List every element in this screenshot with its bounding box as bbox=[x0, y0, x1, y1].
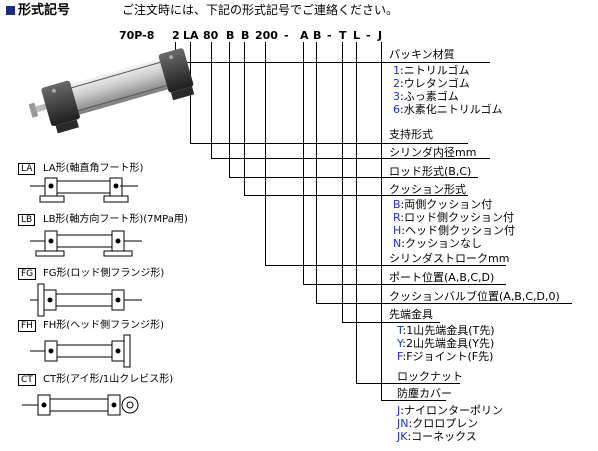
section-bullet-icon bbox=[6, 6, 15, 15]
option-code: JN bbox=[397, 417, 409, 430]
packing-options: 1:ニトリルゴム 2:ウレタンゴム 3:ふっ素ゴム 6:水素化ニトリルゴム bbox=[393, 64, 503, 116]
code-stroke: 200 bbox=[255, 29, 278, 42]
order-note: ご注文時には、下記の形式記号でご連絡ください。 bbox=[122, 3, 399, 17]
type-tag-ct: CT bbox=[18, 374, 36, 386]
option-code: J bbox=[397, 404, 401, 417]
support-title: 支持形式 bbox=[389, 128, 433, 141]
option-text: :1山先端金具(T先) bbox=[402, 324, 495, 337]
code-packing: 2 bbox=[172, 29, 180, 42]
option-text: :ロッド側クッション付 bbox=[400, 211, 515, 224]
option-text: :ふっ素ゴム bbox=[400, 90, 459, 103]
option-code: N bbox=[393, 237, 402, 250]
stroke-title: シリンダストロークmm bbox=[389, 252, 510, 265]
cushion-title: クッション形式 bbox=[389, 183, 466, 196]
code-cover: J bbox=[378, 29, 383, 42]
option-code: T bbox=[397, 324, 403, 337]
port-title: ポート位置(A,B,C,D) bbox=[389, 271, 495, 284]
option-text: :ウレタンゴム bbox=[400, 77, 470, 90]
type-tag-fg: FG bbox=[18, 268, 37, 280]
type-label-fh: FH形(ヘッド側フランジ形) bbox=[43, 320, 165, 331]
option-code: 1 bbox=[393, 64, 400, 77]
bore-title: シリンダ内径mm bbox=[389, 146, 477, 159]
option-text: :ニトリルゴム bbox=[400, 64, 470, 77]
cover-title: 防塵カバー bbox=[397, 387, 452, 400]
type-tag-la: LA bbox=[18, 163, 36, 175]
type-label-la: LA形(軸直角フート形) bbox=[43, 163, 144, 174]
code-dash-1: - bbox=[284, 29, 289, 42]
option-code: JK bbox=[397, 430, 408, 443]
option-code: B bbox=[393, 198, 401, 211]
option-code: 3 bbox=[393, 90, 400, 103]
cushion-options: B:両側クッション付 R:ロッド側クッション付 H:ヘッド側クッション付 N:ク… bbox=[393, 198, 515, 250]
type-label-fg: FG形(ロッド側フランジ形) bbox=[43, 268, 165, 279]
option-text: :コーネックス bbox=[407, 430, 477, 443]
locknut-title: ロックナット bbox=[397, 370, 463, 383]
cover-options: J:ナイロンターポリン JN:クロロプレン JK:コーネックス bbox=[397, 404, 503, 443]
option-text: :クッションなし bbox=[401, 237, 482, 250]
page-title: 形式記号 bbox=[18, 3, 71, 18]
option-code: 6 bbox=[393, 103, 400, 116]
ct-mount-drawing bbox=[22, 394, 139, 416]
option-text: :水素化ニトリルゴム bbox=[400, 103, 503, 116]
code-dash-3: - bbox=[366, 29, 371, 42]
code-dash-2: - bbox=[327, 29, 332, 42]
code-cushion-valve: B bbox=[313, 29, 322, 42]
fg-mount-drawing bbox=[30, 283, 142, 317]
code-rod-end: T bbox=[339, 29, 347, 42]
packing-title: パッキン材質 bbox=[389, 48, 455, 61]
option-code: F bbox=[397, 350, 403, 363]
option-code: R bbox=[393, 211, 401, 224]
option-text: :クロロプレン bbox=[408, 417, 479, 430]
code-bore: 80 bbox=[203, 29, 219, 42]
lb-mount-drawing bbox=[30, 230, 142, 257]
option-text: :ヘッド側クッション付 bbox=[401, 224, 515, 237]
option-code: H bbox=[393, 224, 402, 237]
code-series: 70P-8 bbox=[119, 29, 155, 42]
code-cushion: B bbox=[241, 29, 250, 42]
code-port: A bbox=[300, 29, 309, 42]
option-code: 2 bbox=[393, 77, 400, 90]
rod-end-options: T:1山先端金具(T先) Y:2山先端金具(Y先) F:Fジョイント(F先) bbox=[397, 324, 495, 363]
la-mount-drawing bbox=[30, 177, 138, 203]
type-label-lb: LB形(軸方向フート形)(7MPa用) bbox=[43, 214, 188, 225]
option-code: Y bbox=[397, 337, 403, 350]
code-rod: B bbox=[226, 29, 235, 42]
cushion-valve-title: クッションバルブ位置(A,B,C,D,0) bbox=[389, 290, 560, 303]
option-text: :Fジョイント(F先) bbox=[402, 350, 494, 363]
option-text: :ナイロンターポリン bbox=[400, 404, 503, 417]
fh-mount-drawing bbox=[30, 334, 131, 368]
rod-title: ロッド形式(B,C) bbox=[389, 165, 472, 178]
option-text: :両側クッション付 bbox=[400, 198, 493, 211]
type-tag-lb: LB bbox=[18, 214, 36, 226]
option-text: :2山先端金具(Y先) bbox=[402, 337, 495, 350]
rod-end-title: 先端金具 bbox=[389, 308, 433, 321]
type-label-ct: CT形(アイ形/1山クレビス形) bbox=[43, 374, 174, 385]
code-support: LA bbox=[183, 29, 199, 42]
type-tag-fh: FH bbox=[18, 320, 36, 332]
code-locknut: L bbox=[353, 29, 361, 42]
